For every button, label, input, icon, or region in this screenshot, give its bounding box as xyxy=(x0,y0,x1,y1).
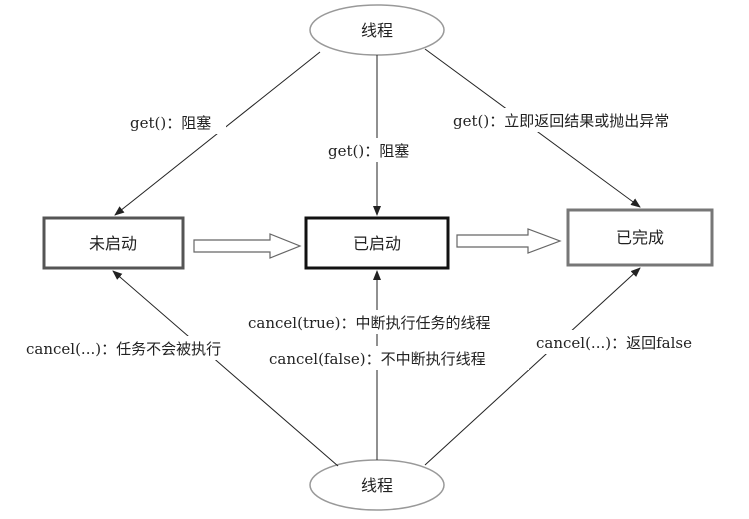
state-started-box xyxy=(304,216,450,270)
thread-bottom-label: 线程 xyxy=(361,476,393,495)
label-cancel-not-started: cancel(...)：任务不会被执行 xyxy=(26,340,221,358)
arrow-cancel-completed xyxy=(424,267,641,466)
label-get-block-center: get()：阻塞 xyxy=(328,142,409,160)
label-get-block-left: get()：阻塞 xyxy=(130,114,211,132)
state-not-started-label: 未启动 xyxy=(89,234,137,253)
state-completed-label: 已完成 xyxy=(616,228,664,247)
state-not-started-box xyxy=(42,216,185,270)
thread-top-label: 线程 xyxy=(361,21,393,40)
arrow-cancel-not-started xyxy=(112,270,339,467)
state-started-label: 已启动 xyxy=(353,234,401,253)
state-completed-box xyxy=(566,208,714,267)
label-get-result: get()：立即返回结果或抛出异常 xyxy=(453,112,669,130)
label-cancel-completed: cancel(...)：返回false xyxy=(536,334,692,352)
label-cancel-false: cancel(false)：不中断执行线程 xyxy=(269,350,486,368)
label-cancel-true: cancel(true)：中断执行任务的线程 xyxy=(248,314,491,332)
transition-arrow-started-to-completed xyxy=(456,228,562,254)
transition-arrow-not-started-to-started xyxy=(193,233,302,259)
